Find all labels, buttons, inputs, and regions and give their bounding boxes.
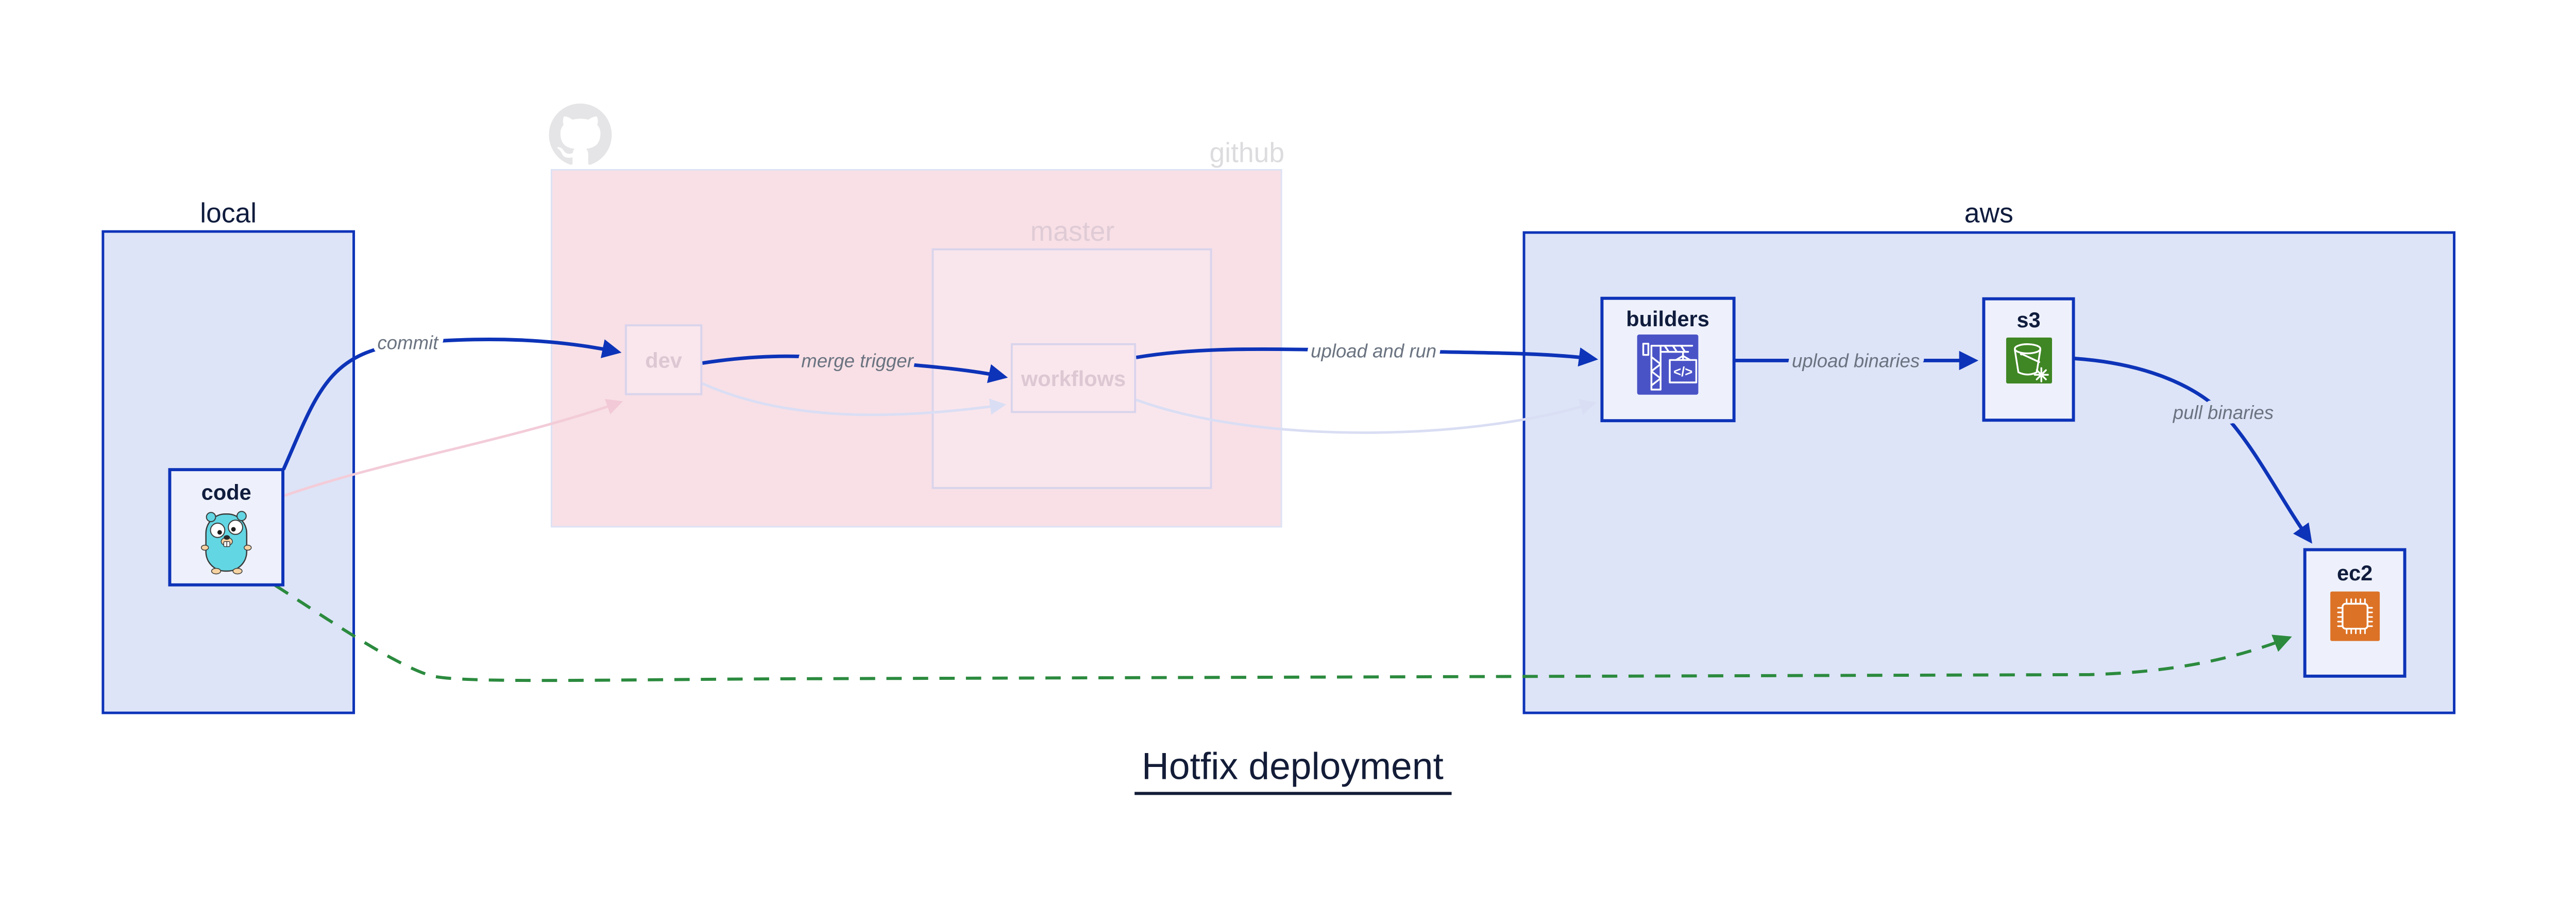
node-dev: dev: [624, 324, 703, 395]
edge-upload-binaries-label: upload binaries: [1792, 350, 1920, 371]
faded-edge-dev-to-workflows: [702, 382, 1007, 416]
aws-ec2-chip-icon: [2330, 591, 2380, 641]
node-ec2-label: ec2: [2337, 561, 2372, 585]
node-workflows: workflows: [1010, 343, 1137, 413]
edge-hotfix-code-to-ec2: [274, 584, 2292, 682]
edge-commit-label: commit: [377, 332, 439, 354]
edge-commit-path: [281, 338, 622, 471]
node-code: code: [168, 468, 285, 587]
edge-pull-binaries: pull binaries: [2074, 357, 2312, 544]
edge-merge-trigger: merge trigger: [702, 345, 1008, 383]
local-container-label: local: [200, 198, 257, 228]
edge-merge-trigger-path: [702, 354, 1008, 383]
faded-edge-code-to-dev: [284, 399, 623, 497]
go-gopher-icon: [201, 511, 252, 575]
aws-codebuild-crane-icon: </>: [1637, 334, 1699, 395]
edge-upload-and-run-label: upload and run: [1311, 341, 1436, 362]
diagram-title: Hotfix deployment: [1134, 745, 1452, 795]
edge-pull-binaries-path: [2074, 357, 2312, 544]
github-container-label: github: [1210, 138, 1285, 169]
master-container-label: master: [1030, 216, 1114, 247]
node-dev-box: [624, 324, 703, 395]
github-octocat-icon: [549, 103, 612, 165]
builders-icon-code-glyph: </>: [1673, 365, 1692, 379]
node-s3: s3: [1982, 297, 2075, 422]
edge-upload-binaries: upload binaries: [1735, 345, 1979, 376]
edge-pull-binaries-label: pull binaries: [2173, 402, 2274, 423]
node-ec2: ec2: [2303, 548, 2406, 678]
github-container: github master: [549, 103, 1285, 528]
edge-upload-and-run-path: [1136, 347, 1598, 367]
node-builders: builders </>: [1600, 296, 1736, 423]
aws-container-label: aws: [1964, 198, 2013, 228]
edge-upload-and-run: upload and run: [1136, 336, 1598, 367]
aws-s3-bucket-icon: [2006, 337, 2052, 383]
node-code-label: code: [201, 480, 251, 505]
edge-merge-trigger-label: merge trigger: [801, 350, 914, 371]
local-container: local: [101, 198, 355, 714]
node-workflows-box: [1010, 343, 1137, 413]
node-dev-label: dev: [645, 348, 682, 372]
node-s3-label: s3: [2016, 308, 2040, 332]
node-builders-label: builders: [1626, 307, 1709, 331]
edge-commit: commit: [281, 328, 622, 471]
node-workflows-label: workflows: [1021, 366, 1126, 391]
faded-edge-workflows-to-builders: [1136, 398, 1597, 434]
diagram-title-text: Hotfix deployment: [1142, 745, 1444, 788]
